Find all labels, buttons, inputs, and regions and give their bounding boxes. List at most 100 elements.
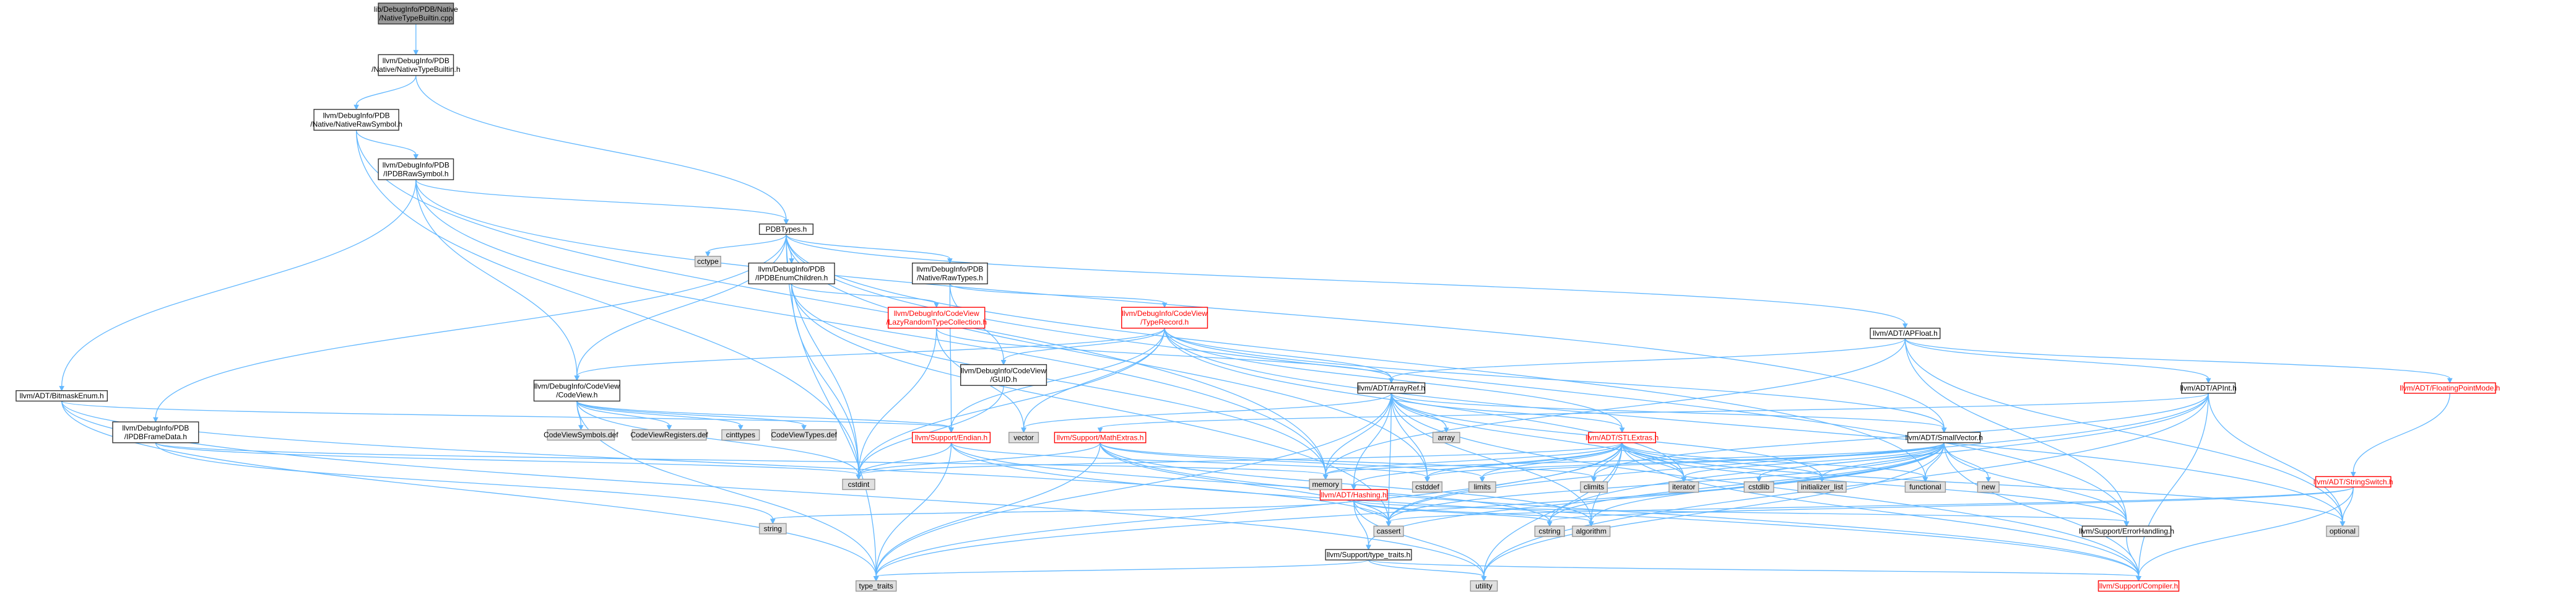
node-box	[547, 429, 615, 441]
node-box	[1309, 478, 1342, 491]
edge-endian-to-cstddef	[950, 442, 1430, 483]
node-box	[1412, 481, 1442, 493]
edge-ipdbraw-to-pdbtypes	[415, 179, 789, 225]
node-smallvec[interactable]: llvm/ADT/SmallVector.h	[1906, 432, 1983, 444]
node-enumch[interactable]: llvm/DebugInfo/PDB/IPDBEnumChildren.h	[748, 262, 835, 284]
node-label: llvm/ADT/APFloat.h	[1873, 329, 1938, 338]
edge-codeview-to-type_traits	[576, 401, 879, 582]
node-box	[533, 380, 620, 402]
nodes-layer: lib/DebugInfo/PDB/Native/NativeTypeBuilt…	[15, 2, 2500, 592]
node-box	[2181, 382, 2236, 394]
node-cassert: cassert	[1373, 525, 1404, 537]
node-box	[1432, 432, 1460, 444]
node-box	[855, 580, 897, 592]
node-box	[1572, 525, 1611, 537]
edge-arrayref-to-smallvec	[1390, 393, 1947, 434]
edge-typetraitsh-to-utility	[1368, 559, 1487, 582]
edge-apfloat-to-arrayref	[1389, 338, 1906, 384]
node-label: llvm/DebugInfo/PDB	[383, 160, 449, 169]
node-label: /Native/NativeRawSymbol.h	[310, 120, 402, 128]
node-label: /IPDBRawSymbol.h	[383, 169, 448, 178]
node-codeview[interactable]: llvm/DebugInfo/CodeView/CodeView.h	[533, 380, 620, 402]
node-initlist: initializer_list	[1797, 481, 1847, 493]
node-guid[interactable]: llvm/DebugInfo/CodeView/GUID.h	[960, 364, 1047, 386]
node-label: /TypeRecord.h	[1140, 318, 1189, 326]
node-box	[1325, 549, 1412, 561]
node-label: llvm/DebugInfo/PDB	[122, 424, 189, 432]
node-box	[2326, 525, 2359, 537]
node-label: vector	[1013, 433, 1034, 442]
node-fpmode[interactable]: llvm/ADT/FloatingPointMode.h	[2400, 382, 2500, 394]
node-box	[1580, 481, 1608, 493]
edge-pdbtypes-to-apfloat	[786, 234, 1908, 329]
edge-errhandling-to-compiler	[2126, 536, 2141, 582]
node-label: llvm/DebugInfo/CodeView	[534, 382, 620, 391]
node-label: llvm/Support/Endian.h	[915, 433, 987, 442]
node-label: llvm/ADT/BitmaskEnum.h	[20, 391, 104, 400]
node-label: llvm/DebugInfo/PDB	[916, 265, 983, 273]
node-bitmask[interactable]: llvm/ADT/BitmaskEnum.h	[15, 390, 108, 402]
edge-apfloat-to-apint	[1904, 338, 2211, 384]
node-label: llvm/DebugInfo/PDB	[758, 265, 825, 273]
node-stlextras[interactable]: llvm/ADT/STLExtras.h	[1585, 432, 1659, 444]
edge-stlextras-to-functional	[1621, 442, 1928, 483]
node-compiler[interactable]: llvm/Support/Compiler.h	[2097, 580, 2180, 592]
edge-pdbtypes-to-rawtypes	[786, 234, 953, 264]
node-box	[1319, 489, 1388, 501]
edge-typetraitsh-to-type_traits	[873, 559, 1369, 582]
node-pdbtypes[interactable]: PDBTypes.h	[758, 223, 814, 235]
node-box	[1904, 481, 1946, 493]
node-label: cstddef	[1415, 483, 1439, 491]
edge-enumch-to-cstdint	[791, 284, 862, 480]
node-label: memory	[1312, 480, 1339, 489]
node-typerec[interactable]: llvm/DebugInfo/CodeView/TypeRecord.h	[1121, 307, 1208, 329]
node-box	[960, 364, 1047, 386]
node-box	[1907, 432, 1981, 444]
node-root[interactable]: lib/DebugInfo/PDB/Native/NativeTypeBuilt…	[374, 2, 458, 25]
node-vector: vector	[1008, 432, 1039, 444]
node-apint[interactable]: llvm/ADT/APInt.h	[2180, 382, 2237, 394]
node-string: string	[758, 523, 787, 535]
node-label: type_traits	[859, 582, 893, 590]
node-label: llvm/DebugInfo/CodeView	[1122, 309, 1207, 318]
edge-smallvec-to-cstdlib	[1756, 442, 1945, 483]
node-label: /IPDBFrameData.h	[124, 432, 187, 441]
edge-enumch-to-lazy	[791, 283, 940, 308]
node-arrayref[interactable]: llvm/ADT/ArrayRef.h	[1357, 382, 1426, 394]
node-box	[1743, 481, 1774, 493]
node-box	[2081, 525, 2172, 537]
node-box	[378, 158, 454, 180]
node-rawtypes[interactable]: llvm/DebugInfo/PDB/Native/RawTypes.h	[911, 262, 988, 284]
node-strswitch[interactable]: llvm/ADT/StringSwitch.h	[2314, 476, 2393, 488]
edge-mathext-to-climits	[1099, 442, 1597, 483]
node-label: llvm/Support/MathExtras.h	[1057, 433, 1144, 442]
node-box	[1357, 382, 1426, 394]
node-iterator: iterator	[1668, 481, 1699, 493]
node-cstddef: cstddef	[1412, 481, 1442, 493]
node-label: llvm/DebugInfo/CodeView	[961, 366, 1046, 375]
node-label: /CodeView.h	[556, 391, 597, 400]
node-cstdint: cstdint	[842, 478, 875, 491]
node-hashing[interactable]: llvm/ADT/Hashing.h	[1319, 489, 1388, 501]
node-mathext[interactable]: llvm/Support/MathExtras.h	[1054, 432, 1147, 444]
node-typetraitsh[interactable]: llvm/Support/type_traits.h	[1325, 549, 1412, 561]
node-apfloat[interactable]: llvm/ADT/APFloat.h	[1870, 328, 1941, 339]
node-label: algorithm	[1576, 527, 1607, 536]
node-box	[1468, 481, 1496, 493]
edge-apint-to-mathext	[1097, 393, 2209, 434]
node-lazy[interactable]: llvm/DebugInfo/CodeView/LazyRandomTypeCo…	[886, 307, 987, 329]
node-label: llvm/ADT/FloatingPointMode.h	[2400, 383, 2500, 392]
node-frame[interactable]: llvm/DebugInfo/PDB/IPDBFrameData.h	[112, 421, 199, 444]
node-label: llvm/ADT/StringSwitch.h	[2314, 478, 2393, 486]
node-errhandling[interactable]: llvm/Support/ErrorHandling.h	[2079, 525, 2174, 537]
edge-arrayref-to-stlextras	[1390, 393, 1625, 434]
node-ntb[interactable]: llvm/DebugInfo/PDB/Native/NativeTypeBuil…	[371, 54, 461, 76]
node-box	[1534, 525, 1565, 537]
node-ipdbraw[interactable]: llvm/DebugInfo/PDB/IPDBRawSymbol.h	[378, 158, 454, 180]
node-endian[interactable]: llvm/Support/Endian.h	[911, 432, 991, 444]
node-nrs[interactable]: llvm/DebugInfo/PDB/Native/NativeRawSymbo…	[310, 108, 402, 131]
node-cinttypes: cinttypes	[721, 429, 760, 441]
edge-nrs-to-memory	[355, 130, 1329, 480]
node-label: llvm/ADT/Hashing.h	[1321, 491, 1387, 499]
